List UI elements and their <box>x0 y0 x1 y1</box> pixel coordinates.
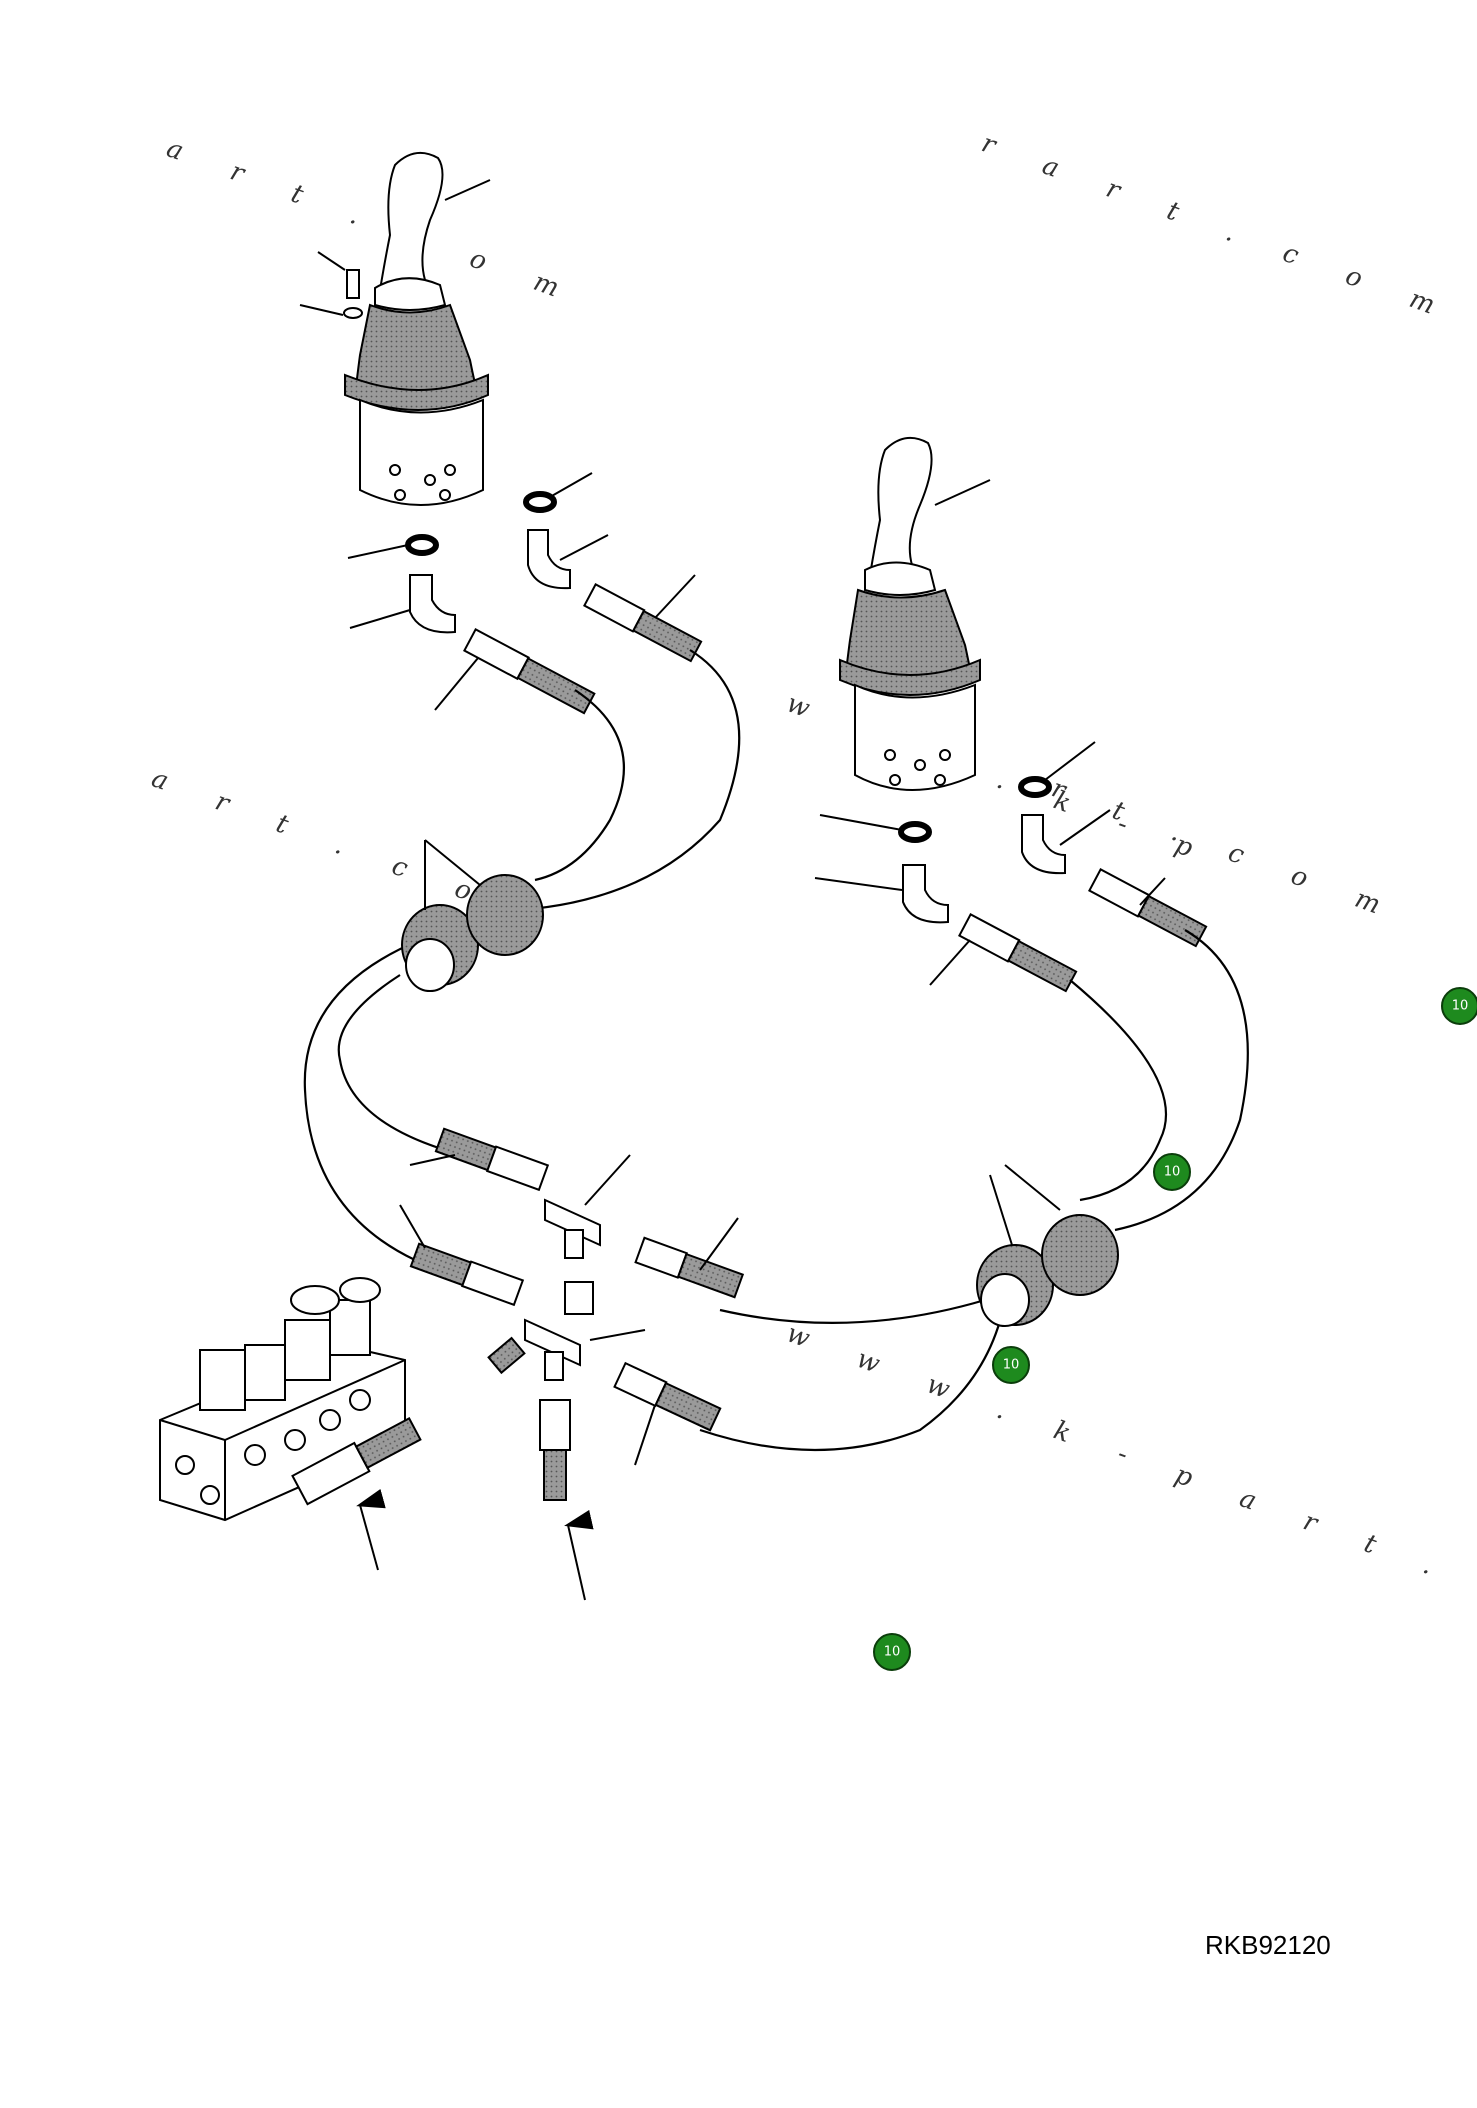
reference-code: RKB92120 <box>1205 1930 1331 1960</box>
hose-sleeve <box>401 904 479 992</box>
watermark-text: a r t . c o m <box>163 133 584 311</box>
hose-line <box>303 938 421 1261</box>
hose-line <box>719 1298 986 1324</box>
joystick-flange <box>344 373 489 411</box>
hose-end <box>291 1417 422 1506</box>
badge[interactable]: 10 <box>992 1346 1030 1384</box>
hose-line <box>534 689 625 882</box>
watermark-text: r t . c o m <box>1048 773 1405 928</box>
hose-end <box>463 628 596 715</box>
hose-end <box>487 1336 526 1375</box>
elbow-fitting <box>1021 814 1066 875</box>
badge-label: 10 <box>1452 999 1469 1014</box>
hose-sleeve <box>976 1244 1054 1327</box>
hose-end <box>409 1242 525 1307</box>
hose-end <box>539 1399 571 1501</box>
joystick-left <box>344 151 489 506</box>
hose-end <box>634 1236 745 1299</box>
hose-line <box>337 974 446 1152</box>
badge-label: 10 <box>1164 1165 1181 1180</box>
o-ring <box>523 491 557 513</box>
valve-block <box>159 1277 406 1522</box>
hose-end <box>583 583 703 663</box>
joystick-body <box>359 398 484 506</box>
hose-end <box>1088 868 1208 948</box>
joystick-flange <box>839 658 981 696</box>
badge[interactable]: 10 <box>873 1633 911 1671</box>
badge[interactable]: 10 <box>1153 1153 1191 1191</box>
badge-label: 10 <box>1003 1358 1020 1373</box>
joystick-handle <box>378 151 444 292</box>
watermark-text: w w w . k - p <box>783 688 1218 871</box>
hose-line <box>1069 979 1168 1202</box>
o-ring <box>405 534 439 556</box>
hose-end <box>434 1127 550 1192</box>
hose-sleeve <box>1041 1214 1119 1296</box>
badge[interactable]: 10 <box>1441 987 1477 1025</box>
hose-end <box>613 1361 722 1432</box>
badge-label: 10 <box>884 1645 901 1660</box>
bolt <box>343 269 363 319</box>
tee-fitting <box>524 1318 581 1381</box>
hose-line <box>1114 929 1249 1232</box>
tee-fitting <box>544 1198 601 1259</box>
joystick-grip-base <box>374 277 447 311</box>
watermark-text: r a r t . c o m <box>978 128 1460 328</box>
nut <box>564 1281 594 1315</box>
leader-lines <box>299 179 1166 1466</box>
hose-line <box>699 1299 1007 1452</box>
arrow <box>564 1509 594 1601</box>
joystick-grip-base <box>864 561 937 596</box>
o-ring <box>898 821 932 843</box>
joystick-handle <box>868 436 933 577</box>
o-ring <box>1018 776 1052 798</box>
elbow-fitting <box>527 529 571 590</box>
arrow <box>356 1488 386 1571</box>
elbow-fitting <box>409 574 456 634</box>
joystick-body <box>854 683 976 791</box>
elbow-fitting <box>902 864 949 924</box>
hose-sleeve <box>466 874 544 956</box>
joystick-right <box>839 436 981 791</box>
hose-line <box>519 649 741 912</box>
hose-end <box>958 913 1078 993</box>
watermark-text: w w w . k - p a r t . c o m <box>783 1318 1477 1661</box>
